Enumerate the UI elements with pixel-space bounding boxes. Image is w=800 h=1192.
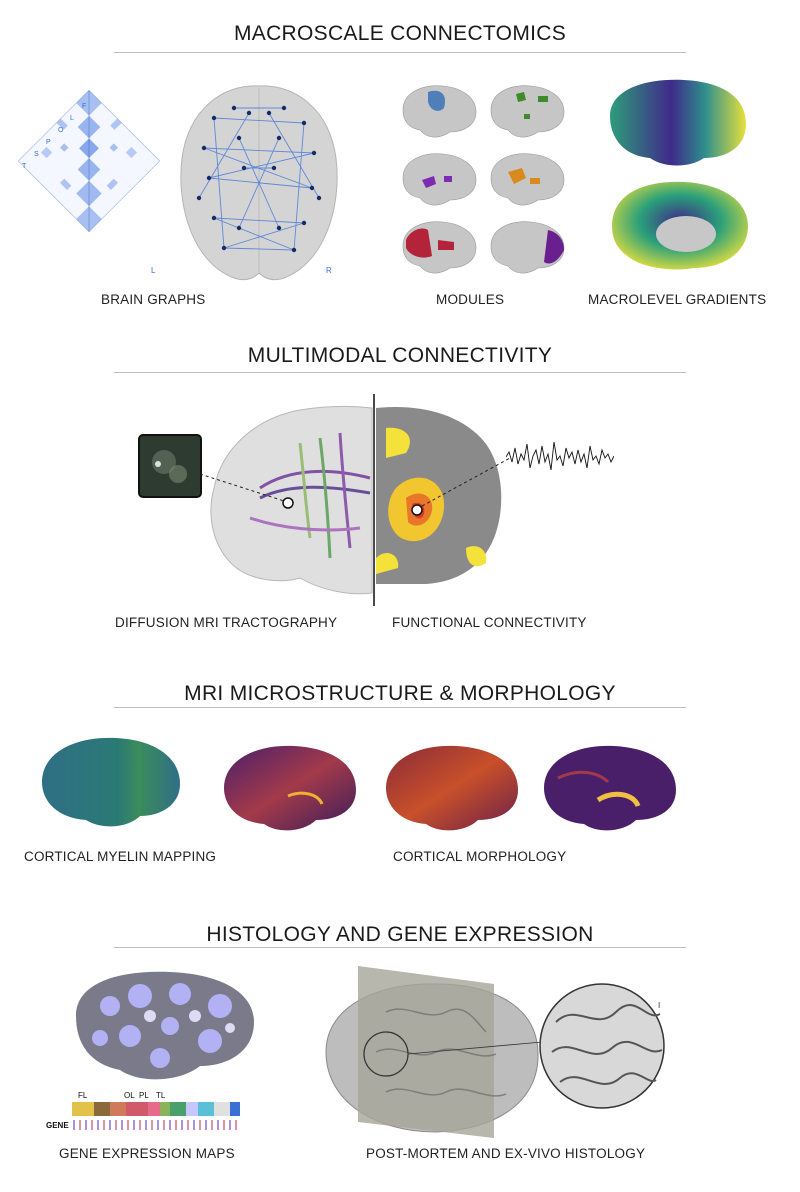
caption-macrolevel-gradients: MACROLEVEL GRADIENTS bbox=[588, 292, 767, 307]
gene-lobe-pl: PL bbox=[139, 1091, 149, 1100]
caption-morphology: CORTICAL MORPHOLOGY bbox=[393, 849, 567, 864]
gene-lobe-ol: OL bbox=[124, 1091, 135, 1100]
gene-row-label: GENE bbox=[46, 1121, 69, 1130]
caption-histology: POST-MORTEM AND EX-VIVO HISTOLOGY bbox=[366, 1146, 646, 1161]
histology-figure: I bbox=[325, 966, 665, 1138]
matrix-label-o: O bbox=[58, 127, 64, 134]
caption-brain-graphs: BRAIN GRAPHS bbox=[101, 292, 206, 307]
section-title-macroscale: MACROSCALE CONNECTOMICS bbox=[233, 22, 567, 45]
histology-inset-label: I bbox=[658, 1001, 660, 1010]
section-title-microstructure: MRI MICROSTRUCTURE & MORPHOLOGY bbox=[184, 682, 616, 705]
section-divider bbox=[114, 707, 686, 708]
brain-graph-right-label: R bbox=[326, 266, 332, 275]
morphology-brain-1 bbox=[224, 745, 356, 831]
matrix-label-f: F bbox=[82, 103, 86, 110]
module-red bbox=[402, 221, 477, 274]
gene-expression-bar: FL OL PL TL GENE bbox=[46, 1091, 240, 1130]
section-divider bbox=[114, 947, 686, 948]
morphology-brain-3 bbox=[544, 745, 676, 831]
brain-graph-left-label: L bbox=[151, 266, 156, 275]
module-orange bbox=[490, 153, 565, 206]
gradients-figure bbox=[610, 79, 748, 270]
caption-functional: FUNCTIONAL CONNECTIVITY bbox=[392, 615, 587, 630]
matrix-label-s: S bbox=[34, 151, 39, 158]
module-violet bbox=[490, 221, 565, 274]
gene-lobe-fl: FL bbox=[78, 1091, 88, 1100]
module-purple bbox=[402, 153, 477, 206]
caption-modules: MODULES bbox=[436, 292, 505, 307]
caption-diffusion: DIFFUSION MRI TRACTOGRAPHY bbox=[115, 615, 338, 630]
brain-graph-figure bbox=[180, 85, 338, 281]
caption-gene-expression: GENE EXPRESSION MAPS bbox=[59, 1146, 235, 1161]
matrix-label-p: P bbox=[46, 139, 51, 146]
modality-divider bbox=[373, 394, 375, 606]
section-title-multimodal: MULTIMODAL CONNECTIVITY bbox=[247, 344, 553, 367]
section-divider bbox=[114, 52, 686, 53]
morphology-brain-2 bbox=[386, 745, 518, 831]
matrix-label-t: T bbox=[22, 163, 27, 170]
dmri-voxel-inset bbox=[138, 434, 202, 498]
gene-expression-brain bbox=[76, 971, 254, 1080]
gene-lobe-tl: TL bbox=[156, 1091, 166, 1100]
modules-figure bbox=[402, 85, 565, 274]
caption-myelin: CORTICAL MYELIN MAPPING bbox=[24, 849, 217, 864]
histology-zoom-inset bbox=[539, 983, 665, 1109]
section-title-histology: HISTOLOGY AND GENE EXPRESSION bbox=[206, 923, 594, 946]
myelin-brain bbox=[42, 737, 180, 827]
functional-brain bbox=[376, 407, 511, 584]
module-blue bbox=[402, 85, 477, 138]
section-divider bbox=[114, 372, 686, 373]
tractography-brain bbox=[200, 405, 373, 595]
bold-timeseries bbox=[506, 441, 614, 471]
matrix-label-l: L bbox=[70, 115, 74, 122]
module-green bbox=[490, 85, 565, 138]
connectivity-matrix: T S P O L F bbox=[17, 89, 161, 233]
